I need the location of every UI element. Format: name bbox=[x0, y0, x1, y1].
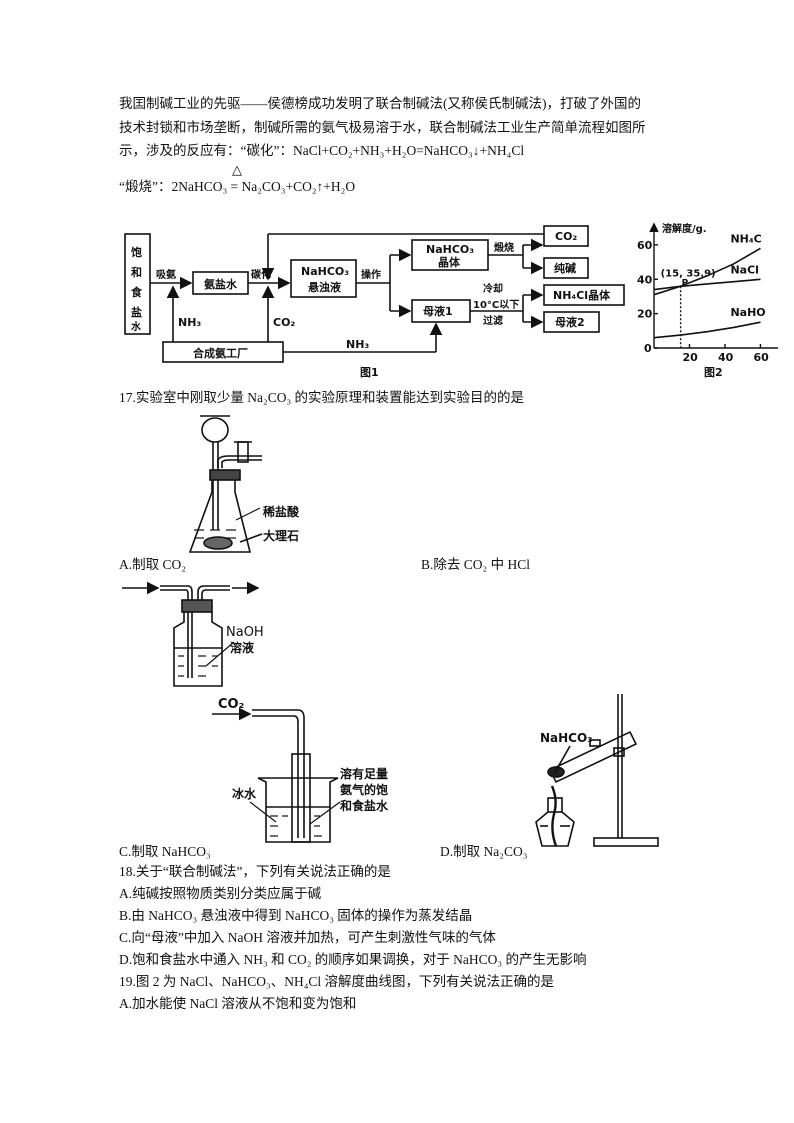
label-nh3-bottom: NH₃ bbox=[346, 338, 369, 351]
q17-stem: 17.实验室中刚取少量 Na₂CO₃ 的实验原理和装置能达到实验目的的是 bbox=[119, 390, 525, 405]
q17-option-a[interactable]: A.制取 CO₂ bbox=[119, 557, 186, 572]
fig-c-label-sol-3: 和食盐水 bbox=[339, 798, 389, 813]
figure1-caption: 图1 bbox=[360, 366, 379, 379]
label-brine-1: 饱 bbox=[131, 245, 142, 259]
q17-option-b[interactable]: B.除去 CO₂ 中 HCl bbox=[421, 557, 530, 572]
x-tick-label: 40 bbox=[718, 351, 734, 364]
figure2-caption: 图2 bbox=[704, 366, 723, 378]
q18-stem: 18.关于“联合制碱法”，下列有关说法正确的是 bbox=[119, 864, 391, 879]
label-brine-5: 水 bbox=[130, 320, 142, 333]
fig-b-label-naoh: NaOH bbox=[226, 625, 264, 640]
x-tick-label: 20 bbox=[682, 351, 698, 364]
y-tick-label: 20 bbox=[637, 308, 653, 321]
q18-option-a[interactable]: A.纯碱按照物质类别分类应属于碱 bbox=[119, 886, 322, 901]
intro-line-4: “煅烧”：2NaHCO₃ = Na₂CO₃+CO₂↑+H₂O bbox=[119, 177, 355, 197]
label-co2-up: CO₂ bbox=[273, 316, 295, 329]
y-tick-label: 0 bbox=[644, 342, 652, 355]
y-tick-label: 40 bbox=[637, 273, 653, 286]
fig-c-label-ice: 冰水 bbox=[232, 786, 257, 801]
intro-line-2: 技术封锁和市场垄断，制碱所需的氨气极易溶于水，联合制碱法工业生产简单流程如图所 bbox=[119, 120, 646, 135]
label-cool-1: 冷却 bbox=[483, 282, 503, 295]
label-co2-box: CO₂ bbox=[555, 230, 577, 243]
box-suspension bbox=[290, 259, 357, 298]
label-mother2: 母液2 bbox=[555, 315, 585, 329]
fig-c-label-sol-2: 氨气的饱 bbox=[340, 782, 388, 797]
box-soda bbox=[543, 257, 589, 279]
label-soda: 纯碱 bbox=[554, 261, 576, 275]
label-brine-3: 食 bbox=[131, 285, 143, 299]
label-suspension-2: 悬浊液 bbox=[307, 280, 342, 294]
label-ammonia-plant: 合成氨工厂 bbox=[193, 346, 248, 360]
label-absorb: 吸氨 bbox=[156, 268, 176, 281]
fig-b-apparatus: NaOH 溶液 bbox=[122, 581, 264, 687]
q19-option-a[interactable]: A.加水能使 NaCl 溶液从不饱和变为饱和 bbox=[119, 996, 357, 1011]
series-line-1 bbox=[653, 278, 761, 291]
label-cool-3: 过滤 bbox=[483, 314, 503, 327]
label-crystal-1: NaHCO₃ bbox=[426, 243, 474, 256]
label-crystal-2: 晶体 bbox=[438, 255, 461, 269]
label-suspension-1: NaHCO₃ bbox=[301, 265, 349, 278]
y-axis-arrow bbox=[649, 222, 659, 233]
intro-line-3: 示，涉及的反应有：“碳化”：NaCl+CO₂+NH₃+H₂O=NaHCO₃↓+N… bbox=[119, 141, 524, 161]
label-brine-2: 和 bbox=[131, 265, 142, 279]
label-cool-2: 10°C以下 bbox=[473, 299, 519, 311]
label-brine-4: 盐 bbox=[131, 305, 142, 319]
series-line-0 bbox=[653, 247, 761, 296]
q18-option-c[interactable]: C.向“母液”中加入 NaOH 溶液并加热，可产生刺激性气味的气体 bbox=[119, 930, 496, 945]
fig-a-apparatus: 稀盐酸 大理石 bbox=[188, 415, 300, 553]
fig-d-apparatus: NaHCO₃ bbox=[535, 694, 659, 847]
box-brine bbox=[124, 233, 151, 335]
intro-line-1: 我囯制碱工业的先驱——侯德榜成功发明了联合制碱法(又称侯氏制碱法)，打破了外国的 bbox=[119, 96, 641, 111]
y-tick-label: 60 bbox=[637, 239, 653, 252]
label-operation: 操作 bbox=[361, 268, 381, 281]
box-nh4cl bbox=[543, 284, 625, 306]
q17-option-c[interactable]: C.制取 NaHCO₃ bbox=[119, 844, 211, 859]
fig-c-apparatus: CO₂ 冰水 溶有足量 氨气的饱 和食盐水 bbox=[212, 697, 389, 843]
heat-symbol: △ bbox=[232, 162, 242, 177]
calcination-equation: 2NaHCO₃ = Na₂CO₃+CO₂↑+H₂O bbox=[171, 179, 356, 194]
q17-option-d[interactable]: D.制取 Na₂CO₃ bbox=[440, 844, 528, 859]
label-carbonize: 碳化 bbox=[251, 268, 271, 281]
label-calcine: 煅烧 bbox=[494, 241, 514, 254]
fig-b-label-solution: 溶液 bbox=[230, 640, 254, 655]
fig-d-label-nahco3: NaHCO₃ bbox=[540, 731, 592, 745]
box-mother2 bbox=[543, 311, 600, 333]
fig-a-label-marble: 大理石 bbox=[263, 528, 299, 543]
label-ammonia-brine: 氨盐水 bbox=[204, 277, 238, 291]
label-mother1: 母液1 bbox=[423, 304, 453, 318]
intro-line-4-prefix: “煅烧”： bbox=[119, 179, 172, 194]
series-label-2: NaHO bbox=[730, 306, 765, 319]
series-label-0: NH₄C bbox=[730, 232, 761, 245]
series-line-2 bbox=[653, 321, 761, 339]
annotation-coords: (15, 35.9) bbox=[661, 268, 716, 279]
carbonization-equation: NaCl+CO₂+NH₃+H₂O=NaHCO₃↓+NH₄Cl bbox=[292, 143, 525, 158]
q18-option-d[interactable]: D.饱和食盐水中通入 NH₃ 和 CO₂ 的顺序如果调换，对于 NaHCO₃ 的… bbox=[119, 952, 587, 967]
fig-c-label-co2: CO₂ bbox=[218, 697, 244, 712]
q19-stem: 19.图 2 为 NaCl、NaHCO₃、NH₄Cl 溶解度曲线图，下列有关说法… bbox=[119, 974, 555, 989]
fig-a-label-acid: 稀盐酸 bbox=[263, 504, 300, 519]
fig-c-label-sol-1: 溶有足量 bbox=[340, 766, 388, 781]
x-tick-label: 60 bbox=[753, 351, 769, 364]
y-axis-label: 溶解度/g. bbox=[662, 222, 707, 235]
intro-line-3-prefix: 示，涉及的反应有：“碳化”： bbox=[119, 143, 293, 158]
q18-option-b[interactable]: B.由 NaHCO₃ 悬浊液中得到 NaHCO₃ 固体的操作为蒸发结晶 bbox=[119, 908, 473, 923]
figure1-flowchart: 饱 和 食 盐 水 吸氨 氨盐水 碳化 NaHCO₃ 悬浊液 操作 NaHCO₃… bbox=[124, 225, 625, 379]
box-co2 bbox=[543, 225, 589, 247]
annotation-point-label: P bbox=[682, 278, 689, 288]
series-label-1: NaCl bbox=[730, 263, 758, 276]
label-nh3-left: NH₃ bbox=[178, 316, 201, 329]
label-nh4cl: NH₄Cl晶体 bbox=[553, 288, 611, 302]
